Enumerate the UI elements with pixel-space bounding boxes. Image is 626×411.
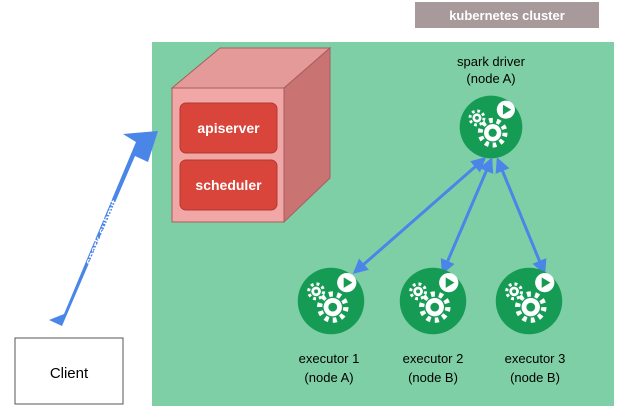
client-label: Client (50, 365, 89, 382)
driver-name: spark driver (457, 54, 526, 69)
link-executor-3 (495, 157, 547, 275)
executor-2-name: executor 2 (403, 351, 464, 366)
driver-gears-icon (460, 96, 523, 159)
executor-2-gears-icon (400, 268, 467, 335)
executor-2-node: (node B) (408, 370, 458, 385)
driver-executor-links (352, 157, 547, 275)
executor-3-name: executor 3 (505, 351, 566, 366)
executor-3-node: (node B) (510, 370, 560, 385)
spark-submit-label: spark-submit (83, 198, 121, 267)
apiserver-label: apiserver (197, 120, 260, 136)
executor-1-node: (node A) (304, 370, 353, 385)
executor-1-name: executor 1 (299, 351, 360, 366)
cluster-label-box (415, 2, 599, 28)
apiserver-block (179, 102, 278, 154)
cluster-label: kubernetes cluster (449, 8, 565, 23)
scheduler-block (179, 159, 278, 211)
driver-node: (node A) (466, 71, 515, 86)
client-box (14, 337, 124, 405)
scheduler-label: scheduler (195, 177, 262, 193)
executor-1-gears-icon (298, 268, 365, 335)
link-executor-2 (440, 157, 494, 275)
spark-submit-arrow (49, 131, 158, 326)
executor-3-gears-icon (496, 268, 563, 335)
